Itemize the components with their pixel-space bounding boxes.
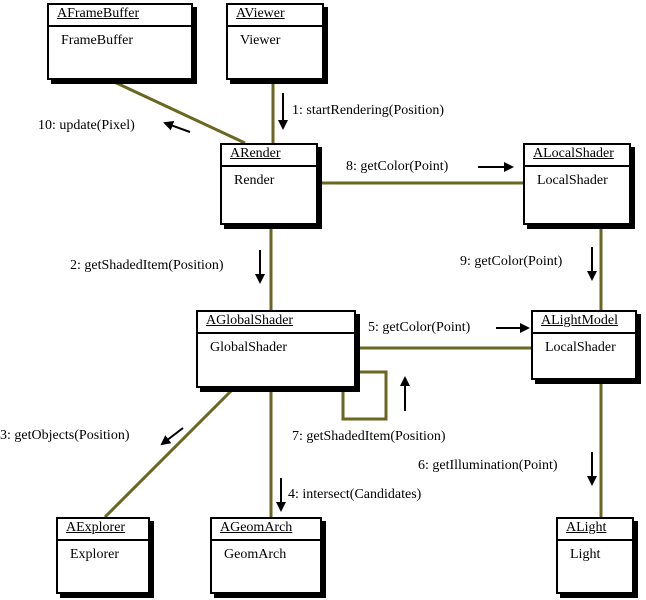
- object-divider: [533, 332, 635, 334]
- object-divider: [212, 539, 320, 541]
- links: [103, 78, 603, 519]
- object-name: AViewer: [236, 6, 285, 21]
- object-ageomarch: AGeomArch GeomArch: [210, 517, 322, 594]
- object-alocalshader: ALocalShader LocalShader: [523, 143, 631, 225]
- object-divider: [58, 539, 148, 541]
- object-aexplorer: AExplorer Explorer: [56, 517, 150, 594]
- object-arender: ARender Render: [220, 143, 318, 225]
- message-6: 6: getIllumination(Point): [418, 458, 558, 473]
- object-aframebuffer: AFrameBuffer FrameBuffer: [47, 3, 193, 80]
- object-name: ALightModel: [541, 313, 618, 328]
- object-class: Light: [570, 547, 601, 562]
- object-class: FrameBuffer: [61, 33, 134, 48]
- link-globalshader-self: [341, 370, 388, 421]
- object-class: GlobalShader: [210, 340, 287, 355]
- object-alightmodel: ALightModel LocalShader: [531, 310, 637, 380]
- message-8: 8: getColor(Point): [346, 159, 449, 174]
- object-aviewer: AViewer Viewer: [226, 3, 324, 80]
- message-5: 5: getColor(Point): [368, 320, 471, 335]
- message-4: 4: intersect(Candidates): [288, 487, 422, 502]
- object-name: ARender: [230, 146, 281, 161]
- arrow-3-icon: [160, 427, 184, 446]
- object-divider: [228, 25, 322, 27]
- link-framebuffer-render: [109, 78, 246, 145]
- object-name: AFrameBuffer: [57, 6, 140, 21]
- message-7: 7: getShadedItem(Position): [292, 429, 446, 444]
- message-10: 10: update(Pixel): [38, 118, 135, 133]
- object-class: LocalShader: [545, 340, 616, 355]
- object-alight: ALight Light: [556, 517, 634, 594]
- object-divider: [525, 165, 629, 167]
- arrow-10-icon: [163, 121, 191, 133]
- object-name: ALight: [566, 520, 607, 535]
- object-name: AGeomArch: [220, 520, 293, 535]
- object-class: Render: [234, 173, 275, 188]
- link-globalshader-explorer: [103, 386, 236, 519]
- object-aglobalshader: AGlobalShader GlobalShader: [196, 310, 356, 388]
- object-name: AExplorer: [66, 520, 126, 535]
- message-9: 9: getColor(Point): [460, 254, 563, 269]
- message-3: 3: getObjects(Position): [0, 428, 130, 443]
- message-1: 1: startRendering(Position): [292, 103, 445, 118]
- object-divider: [49, 25, 191, 27]
- object-class: Explorer: [70, 547, 119, 562]
- object-class: GeomArch: [224, 547, 287, 562]
- object-name: ALocalShader: [533, 146, 614, 161]
- message-2: 2: getShadedItem(Position): [70, 258, 224, 273]
- arrows: [160, 93, 597, 512]
- object-divider: [558, 539, 632, 541]
- object-class: Viewer: [240, 33, 281, 48]
- object-class: LocalShader: [537, 173, 608, 188]
- object-divider: [198, 332, 354, 334]
- object-divider: [222, 165, 316, 167]
- object-name: AGlobalShader: [206, 313, 294, 328]
